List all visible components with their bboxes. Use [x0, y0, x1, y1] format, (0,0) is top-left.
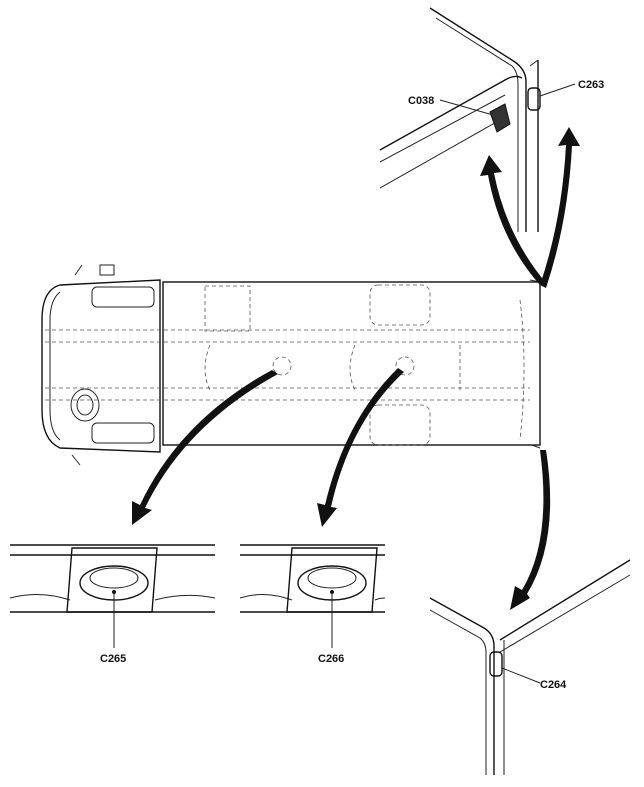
label-c266: C266 — [318, 653, 344, 665]
label-c263: C263 — [578, 79, 604, 91]
rear-upper-corner-detail: C038 C263 — [379, 7, 604, 232]
c264-connector — [489, 651, 503, 677]
label-c264: C264 — [540, 679, 567, 691]
arrow-to-c265 — [132, 370, 278, 525]
arrow-to-c264 — [510, 450, 551, 610]
arrow-to-c263 — [540, 127, 580, 288]
c038-connector — [489, 103, 511, 133]
arrow-to-c266 — [317, 368, 404, 527]
arrow-to-c038 — [480, 155, 546, 285]
pointer-arrows — [132, 127, 580, 610]
truck-top-view — [41, 264, 541, 466]
c266-detail: C266 — [239, 544, 386, 665]
c265-detail: C265 — [9, 544, 216, 665]
label-c038: C038 — [408, 95, 434, 107]
c263-connector — [527, 87, 541, 111]
label-c265: C265 — [100, 653, 126, 665]
rear-lower-corner-detail: C264 — [429, 559, 631, 775]
